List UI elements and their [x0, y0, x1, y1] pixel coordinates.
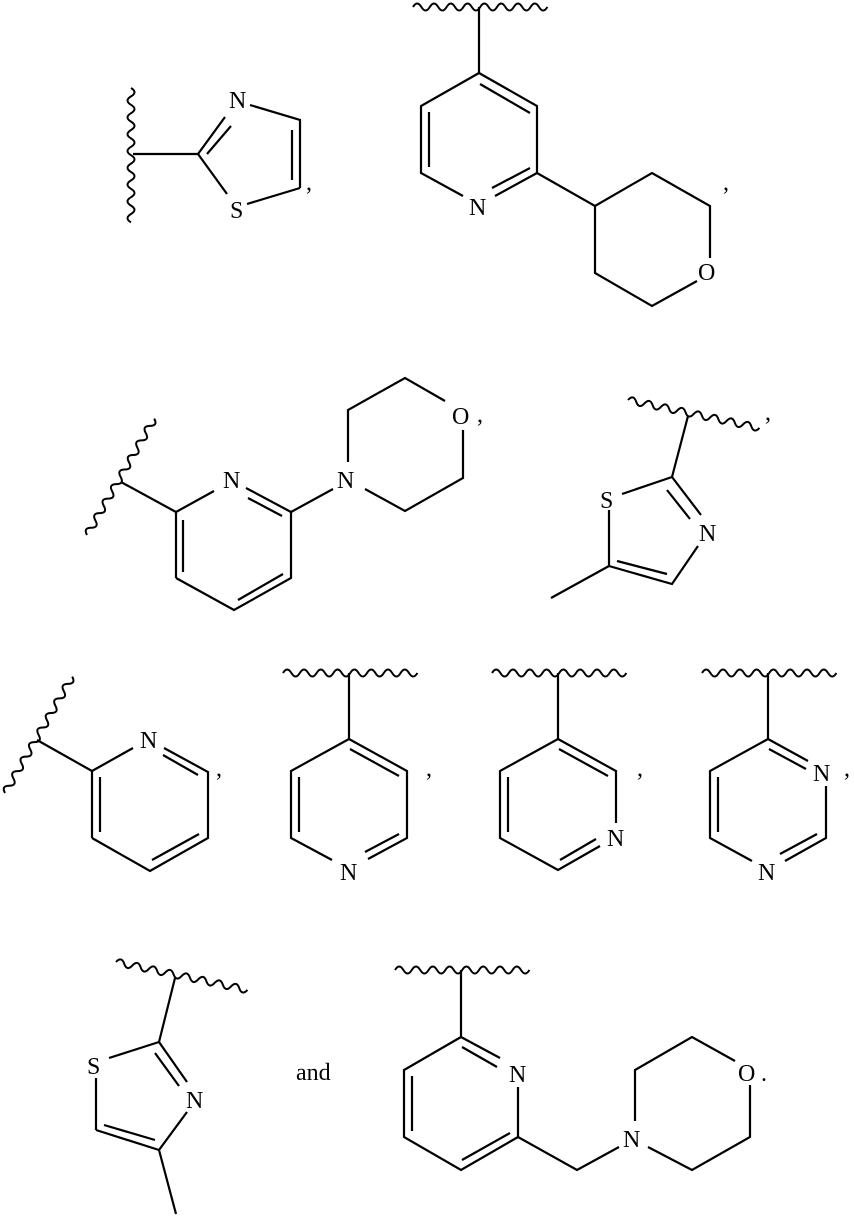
atom-n: N — [140, 728, 157, 754]
structure-thp-pyridin-4-yl: N O , — [412, 2, 729, 308]
structure-morpholinomethyl-pyridin-2-yl: N N O . — [394, 965, 767, 1172]
period: . — [761, 1061, 767, 1087]
atom-n1: N — [813, 761, 830, 787]
atom-n: N — [340, 860, 357, 886]
atom-o: O — [738, 1061, 755, 1087]
comma: , — [765, 400, 771, 426]
comma: , — [723, 170, 729, 196]
atom-n: N — [699, 521, 716, 547]
wavy-attachment-icon — [114, 957, 250, 995]
comma: , — [216, 756, 222, 782]
atom-o: O — [452, 404, 469, 430]
atom-n2: N — [758, 860, 775, 886]
comma: , — [844, 756, 850, 782]
comma: , — [306, 170, 312, 196]
atom-n1: N — [509, 1062, 526, 1088]
atom-n: N — [186, 1088, 203, 1114]
structure-pyridin-3-yl: N , — [491, 668, 643, 872]
wavy-attachment-icon — [82, 415, 159, 538]
wavy-attachment-icon — [394, 965, 531, 975]
atom-n2: N — [337, 468, 354, 494]
structure-5-methylthiazol-2-yl: S N , — [550, 395, 771, 599]
atom-n: N — [469, 195, 486, 221]
wavy-attachment-icon — [626, 395, 762, 433]
wavy-attachment-icon — [491, 668, 628, 678]
structure-4-methylthiazol-2-yl: S N — [87, 957, 250, 1215]
wavy-attachment-icon — [412, 2, 549, 12]
structure-thiazol-2-yl: N S , — [126, 87, 312, 224]
atom-o: O — [698, 260, 715, 286]
wavy-attachment-icon — [126, 87, 136, 224]
conjunction-and: and — [296, 1060, 331, 1086]
atom-s: S — [87, 1054, 100, 1080]
atom-n2: N — [623, 1127, 640, 1153]
atom-n1: N — [223, 468, 240, 494]
wavy-attachment-icon — [282, 668, 419, 678]
wavy-attachment-icon — [701, 668, 838, 678]
atom-s: S — [230, 198, 243, 224]
atom-s: S — [600, 488, 613, 514]
structure-pyrimidin-4-yl: N N , — [701, 668, 850, 886]
wavy-attachment-icon — [0, 673, 77, 796]
atom-n: N — [607, 826, 624, 852]
structure-pyridin-2-yl: N , — [0, 673, 222, 873]
structure-pyridin-4-yl: N , — [282, 668, 432, 886]
comma: , — [637, 756, 643, 782]
structure-morpholinopyridin-2-yl: N N O , — [82, 376, 483, 612]
comma: , — [426, 756, 432, 782]
atom-n: N — [229, 88, 246, 114]
comma: , — [477, 402, 483, 428]
